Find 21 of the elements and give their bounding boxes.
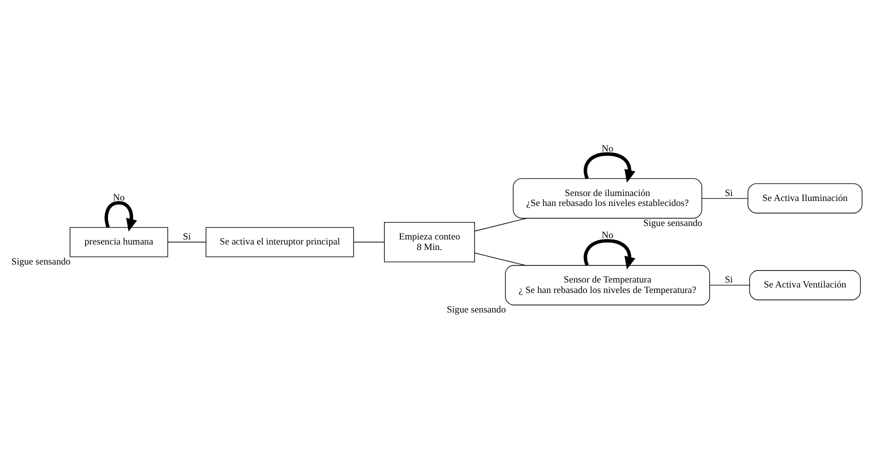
node-box: presencia humana (70, 227, 168, 258)
edge-label: Si (724, 188, 733, 199)
connector (474, 218, 527, 232)
node-box: Empieza conteo 8 Min. (384, 222, 475, 262)
node-label: Sigue sensando (643, 218, 702, 229)
edge-label: No (113, 192, 125, 204)
connector (474, 252, 526, 266)
node-box: Se activa el interuptor principal (206, 227, 354, 258)
edge-label: No (602, 143, 614, 154)
connector (702, 198, 748, 199)
node-box: Sensor de iluminación ¿Se han rebasado los niveles establecidos? (512, 178, 702, 219)
node-box: Se Activa Iluminación (748, 183, 862, 214)
node-box: Se Activa Ventilación (749, 270, 861, 300)
node-box: Sensor de Temperatura ¿ Se han rebasado los niveles de Temperatura? (505, 265, 710, 306)
connector (709, 284, 750, 286)
node-label: Sigue sensando (11, 256, 71, 268)
arrow (104, 201, 138, 232)
edge-label: Si (182, 232, 191, 243)
edge-label: No (602, 230, 614, 242)
node-label: Sigue sensando (446, 304, 506, 316)
edge-label: Si (724, 274, 733, 286)
